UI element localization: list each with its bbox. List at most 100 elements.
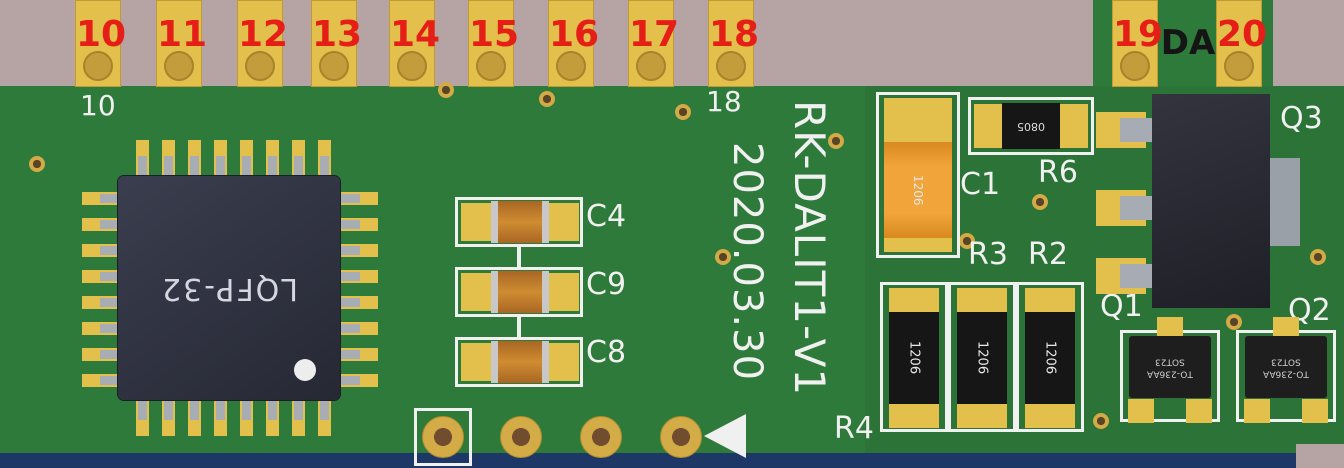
ic-leads-right [336, 194, 360, 386]
via [1226, 314, 1242, 330]
edge-pad-20: 20 [1216, 0, 1268, 87]
pad [1244, 399, 1270, 423]
pad-number: 20 [1217, 14, 1268, 55]
pad-number: 15 [469, 14, 520, 55]
pad [957, 288, 1007, 314]
pad [461, 343, 491, 381]
cap-body [498, 271, 542, 313]
pad [974, 104, 1002, 148]
ic-pin1-dot [294, 359, 316, 381]
pad [957, 402, 1007, 428]
edge-pad-17: 17 [628, 0, 680, 87]
sot-package-label: SOT23 [1271, 356, 1301, 367]
board-date: 2020.03.30 [724, 142, 770, 382]
ref-label-r2: R2 [1028, 237, 1068, 272]
via [1093, 413, 1109, 429]
edge-pad-19: 19 [1112, 0, 1164, 87]
capacitor-c9 [491, 271, 549, 313]
pad-number: 11 [157, 14, 208, 55]
hole-frame [414, 408, 472, 466]
pad [1186, 399, 1212, 423]
pad-number: 17 [629, 14, 680, 55]
pad [461, 203, 491, 241]
pad-hole [476, 51, 506, 81]
edge-pad-14: 14 [389, 0, 440, 87]
pad [884, 98, 952, 146]
ref-label-c8: C8 [586, 335, 627, 370]
silk-pin10: 10 [80, 89, 116, 122]
pad [889, 402, 939, 428]
pad-hole [164, 51, 194, 81]
edge-pad-12: 12 [237, 0, 288, 87]
pad-hole [397, 51, 427, 81]
pad-hole [319, 51, 349, 81]
lead [1120, 196, 1156, 220]
footprint-resistor [1016, 282, 1084, 432]
r6-size-label: 0805 [1017, 119, 1045, 133]
ref-label-r3: R3 [968, 237, 1008, 272]
cap-terminal [542, 201, 549, 243]
resistor-1206: 1206 [1025, 312, 1075, 404]
via [828, 133, 844, 149]
edge-pad-15: 15 [468, 0, 520, 87]
footprint-resistor [948, 282, 1016, 432]
transistor-q2: SOT23 TO-236AA [1245, 336, 1327, 398]
c1-size-label: 1206 [911, 174, 925, 206]
edge-pad-11: 11 [156, 0, 208, 87]
edge-pad-16: 16 [548, 0, 599, 87]
ref-label-r6: R6 [1038, 155, 1078, 190]
cap-terminal [542, 341, 549, 383]
resistor-1206: 1206 [889, 312, 939, 404]
pad [1025, 288, 1075, 314]
pad-number: 13 [312, 14, 363, 55]
cap-terminal [491, 201, 498, 243]
via [715, 249, 731, 265]
via [675, 104, 691, 120]
board-corner-cut [1296, 444, 1344, 468]
via [959, 233, 975, 249]
pad-hole [636, 51, 666, 81]
resistor-size-label: 1206 [974, 341, 990, 375]
through-hole [422, 416, 464, 458]
ref-label-q3: Q3 [1280, 101, 1323, 136]
pad [1128, 399, 1154, 423]
transistor-q3 [1152, 94, 1270, 308]
pad-number: 18 [709, 14, 760, 55]
resistor-size-label: 1206 [906, 341, 922, 375]
ref-label-r4: R4 [834, 411, 874, 446]
da-label: DA [1160, 23, 1216, 63]
pad [1302, 399, 1328, 423]
board-bottom-edge [0, 453, 1344, 468]
capacitor-c1: 1206 [884, 142, 952, 238]
sot-package-label: TO-236AA [1147, 367, 1193, 378]
pad [1060, 104, 1088, 148]
silkscreen-tick [517, 247, 521, 267]
footprint-c8 [455, 337, 583, 387]
through-hole [500, 416, 542, 458]
sot-package-label: SOT23 [1155, 356, 1185, 367]
through-hole [660, 416, 702, 458]
pad-hole [83, 51, 113, 81]
via [1310, 249, 1326, 265]
ref-label-c4: C4 [586, 199, 627, 234]
footprint-c1 [876, 92, 960, 258]
cap-body [498, 341, 542, 383]
pad-hole [245, 51, 275, 81]
cap-terminal [491, 341, 498, 383]
via [438, 82, 454, 98]
cap-body [498, 201, 542, 243]
footprint-c9 [455, 267, 583, 317]
silk-pin18: 18 [706, 85, 742, 118]
pad-number: 19 [1113, 14, 1164, 55]
via [1032, 194, 1048, 210]
capacitor-c8 [491, 341, 549, 383]
via [29, 156, 45, 172]
cap-terminal [491, 271, 498, 313]
via [539, 91, 555, 107]
pad [889, 288, 939, 314]
lead [1120, 118, 1156, 142]
pad-hole [1120, 51, 1150, 81]
ic-package-label: LQFP-32 [159, 270, 298, 306]
pad [549, 273, 579, 311]
